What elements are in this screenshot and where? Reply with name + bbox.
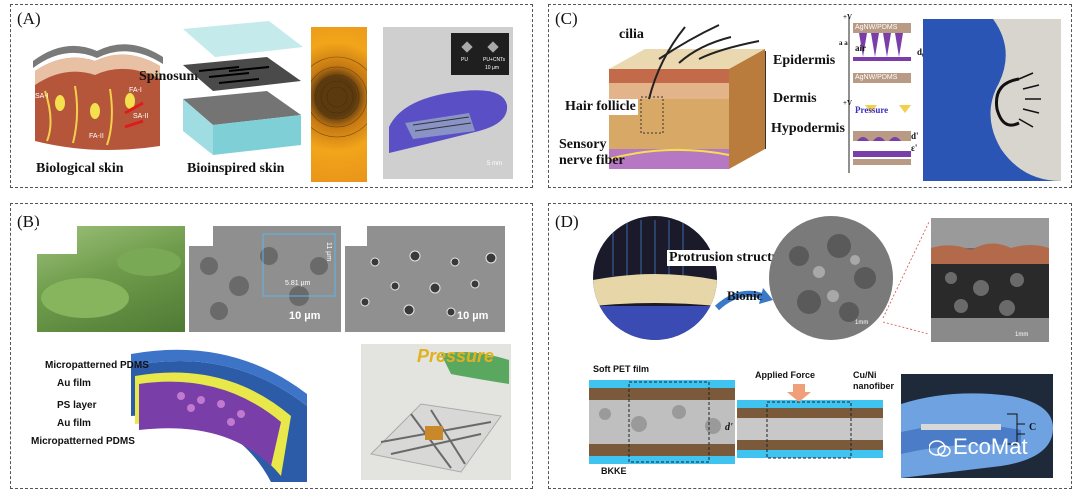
d1-label: d': [911, 131, 919, 141]
sem-circle-image: 1mm: [769, 216, 893, 340]
sensory-nerve-fiber-label: Sensory nerve fiber: [559, 137, 625, 168]
capacitive-sensor-schematic: [841, 13, 921, 181]
sem-inset: PU PU+CNTs 10 µm: [451, 33, 509, 75]
hypodermis-label: Hypodermis: [771, 121, 845, 136]
bionic-label: Bionic: [727, 288, 763, 303]
inset-scale-label: 10 µm: [485, 65, 499, 71]
biological-skin-illustration: [25, 31, 165, 161]
bioinspired-skin-illustration: [179, 19, 307, 159]
d-prime-label: d': [725, 422, 733, 433]
fa1-label: FA-I: [129, 87, 142, 94]
panel-b-label: (B): [17, 212, 40, 231]
agnw-top-label: AgNW/PDMS: [855, 24, 898, 31]
inset-pyramid-2: [487, 41, 499, 53]
panel-a-label: (A): [17, 9, 41, 28]
applied-force-arrow: [787, 384, 811, 402]
layer-label-1: Micropatterned PDMS: [45, 360, 149, 371]
sa2-label: SA-II: [133, 113, 149, 120]
plus-v-top-label: +V: [843, 13, 853, 21]
hair-follicle-label: Hair follicle: [563, 99, 638, 115]
panel-c-label: (C): [555, 9, 578, 28]
sandwich-schematic-pressed: [737, 400, 887, 464]
zoom-connector: [879, 218, 931, 338]
pressure-label-c: Pressure: [855, 105, 889, 115]
sem2-scale-label: 10 µm: [457, 310, 489, 322]
finger-sensor-photo: PU PU+CNTs 10 µm 5 mm: [383, 27, 513, 179]
pressure-label: Pressure: [417, 346, 495, 366]
layered-device-illustration: [121, 346, 311, 482]
inset-pyramid-1: [461, 41, 473, 53]
cross-section-sem-image: 1mm: [931, 218, 1049, 342]
applied-force-label: Applied Force: [755, 370, 816, 380]
a-e-label: a a: [839, 39, 848, 47]
cilia-label: cilia: [619, 27, 644, 42]
sa1-label: SA-I: [35, 93, 49, 100]
air-label: air: [855, 43, 866, 53]
sem-circle-scale-label: 1mm: [855, 320, 869, 326]
biological-skin-label: Biological skin: [36, 161, 124, 176]
sunflower-photo: [311, 27, 367, 182]
panel-a: (A) SA-I FA-I SA-II FA-II Spinosum Biolo…: [10, 4, 533, 188]
d0-label: d₀: [917, 47, 925, 57]
panel-c: (C) cilia Hair follicle Sensory nerve fi…: [548, 4, 1072, 188]
finger-scale-label: 5 mm: [487, 161, 502, 167]
bionic-arrow: [711, 282, 775, 312]
wechat-icon: [929, 440, 951, 458]
inset-pu-label: PU: [461, 57, 468, 63]
sem-micropillars-image: 11 µm 5.81 µm 10 µm: [189, 226, 341, 332]
sem1-scale-label: 10 µm: [289, 310, 321, 322]
soft-pet-film-label: Soft PET film: [593, 364, 649, 374]
layer-label-4: Au film: [57, 418, 91, 429]
bkke-label: BKKE: [601, 466, 627, 476]
layer-label-5: Micropatterned PDMS: [31, 436, 135, 447]
sandwich-schematic-relaxed: [589, 380, 739, 466]
agnw-bottom-label: AgNW/PDMS: [855, 74, 898, 81]
spinosum-label: Spinosum: [139, 69, 199, 84]
sem-pores-image: 10 µm: [345, 226, 505, 332]
sample-circle-photo: [593, 216, 717, 340]
sem1-width-label: 5.81 µm: [285, 280, 311, 287]
hairy-skin-illustration: [589, 19, 769, 177]
watermark-label: EcoMat: [953, 434, 1028, 459]
panel-b: (B) 11 µm 5.81 µm 10 µm: [10, 203, 533, 489]
gloved-hand-photo: [923, 19, 1061, 181]
sem1-height-label: 11 µm: [325, 241, 333, 262]
inset-pucnt-label: PU+CNTs: [483, 57, 506, 63]
eps-label: ε': [911, 143, 918, 153]
bioinspired-skin-label: Bioinspired skin: [187, 161, 285, 176]
panel-d-label: (D): [555, 212, 579, 231]
layer-label-2: Au film: [57, 378, 91, 389]
epidermis-label: Epidermis: [773, 53, 836, 68]
layer-brace: [765, 51, 772, 149]
plus-v-bottom-label: +V: [843, 99, 853, 107]
lotus-leaf-photo: [37, 226, 185, 332]
panel-d: (D) Protrusion structure Bionic: [548, 203, 1072, 489]
cross-section-scale-label: 1mm: [1015, 332, 1029, 338]
layer-label-3: PS layer: [57, 400, 97, 411]
protrusion-structure-label: Protrusion structure: [667, 250, 794, 266]
finger-device-photo: C: [901, 374, 1053, 478]
fa2-label: FA-II: [89, 133, 104, 140]
cu-ni-nanofiber-label: Cu/Ni nanofiber: [853, 370, 895, 391]
dermis-label: Dermis: [773, 91, 817, 106]
c-label: C: [1029, 422, 1037, 433]
pressure-device-photo: Pressure: [361, 344, 511, 480]
